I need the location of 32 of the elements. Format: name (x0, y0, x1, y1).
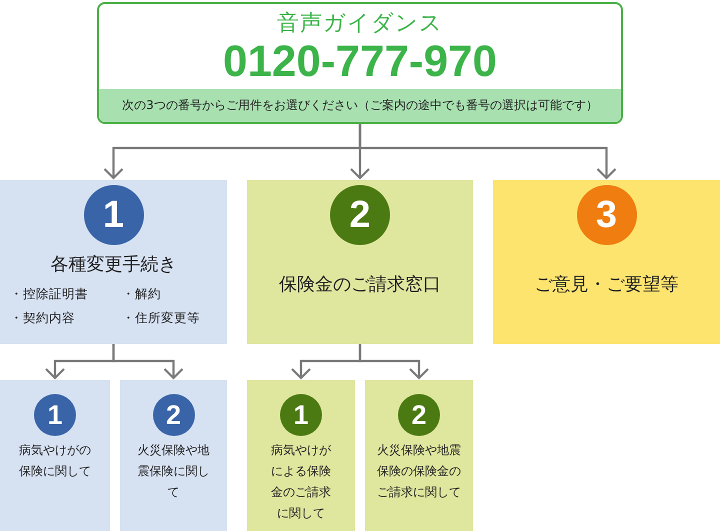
box-title: ご意見・ご要望等 (534, 273, 678, 296)
bullet-item: ・契約内容 (10, 310, 75, 327)
arrow (358, 124, 617, 180)
number-badge: 2 (398, 394, 440, 436)
menu-box (0, 180, 227, 344)
guidance-heading: 音声ガイダンス (277, 10, 443, 38)
menu-box (365, 380, 473, 531)
box-description: 病気やけがの保険に関して (18, 442, 92, 480)
number-badge: 2 (330, 185, 390, 245)
box-description: 病気やけがによる保険金のご請求に関して (270, 442, 332, 522)
menu-box (493, 180, 720, 344)
guidance-panel (97, 2, 623, 124)
bullet-item: ・控除証明書 (10, 286, 88, 303)
menu-box (120, 380, 227, 531)
number-badge: 2 (152, 394, 194, 436)
menu-box (247, 180, 473, 344)
phone-number: 0120-777-970 (222, 36, 497, 88)
bullet-item: ・住所変更等 (122, 310, 200, 327)
instruction-band: 次の3つの番号からご用件をお選びください（ご案内の途中でも番号の選択は可能です） (99, 89, 621, 122)
menu-box (247, 380, 355, 531)
box-title: 保険金のご請求窓口 (279, 273, 441, 296)
box-description: 火災保険や地震保険の保険金のご請求に関して (376, 442, 462, 501)
bullet-item: ・解約 (122, 286, 161, 303)
number-badge: 1 (84, 185, 144, 245)
number-badge: 1 (34, 394, 76, 436)
number-badge: 1 (280, 394, 322, 436)
arrow (112, 344, 184, 380)
box-description: 火災保険や地震保険に関して (136, 442, 210, 501)
number-badge: 3 (576, 185, 636, 245)
box-title: 各種変更手続き (50, 253, 176, 276)
arrow (358, 344, 430, 380)
menu-box (0, 380, 110, 531)
